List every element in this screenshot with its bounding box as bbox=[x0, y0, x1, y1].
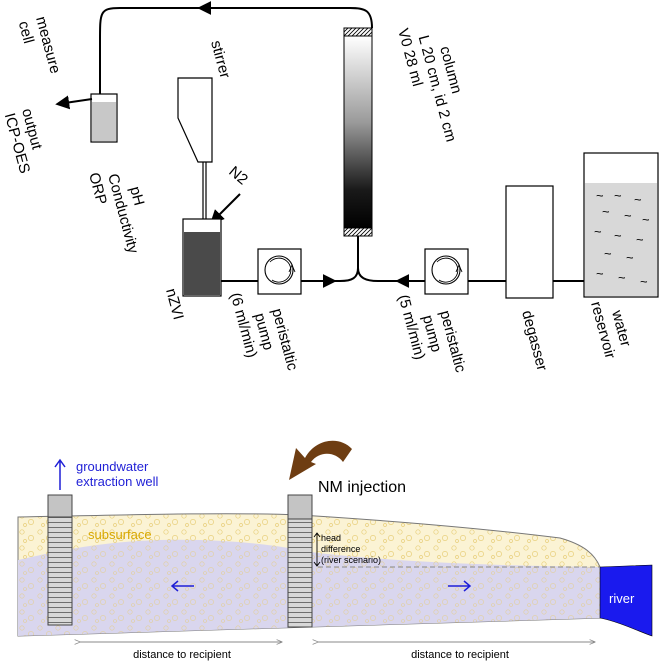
flow-arrow-right-blue bbox=[448, 580, 472, 592]
stirrer bbox=[177, 77, 213, 232]
distance-label-right: distance to recipient bbox=[411, 649, 509, 661]
degasser-label: degasser bbox=[518, 309, 550, 373]
svg-text:~: ~ bbox=[604, 246, 612, 261]
svg-text:~: ~ bbox=[602, 204, 610, 219]
degasser bbox=[505, 185, 554, 299]
water-reservoir: ~~~ ~~~ ~~~ ~~ ~~~ bbox=[583, 152, 659, 298]
subsurface-label: subsurface bbox=[88, 527, 152, 542]
river-label: river bbox=[609, 591, 635, 606]
n2-label: N2 bbox=[225, 163, 251, 188]
water-wave-marks: ~~~ ~~~ ~~~ ~~ ~~~ bbox=[594, 188, 650, 289]
tubing-column-bottom bbox=[339, 236, 425, 282]
injection-well bbox=[287, 494, 313, 628]
n2-arrow bbox=[210, 193, 241, 224]
measure-cell bbox=[90, 93, 118, 143]
pump-right bbox=[424, 248, 469, 295]
measure-cell-label: measure cell bbox=[15, 15, 65, 84]
groundwater-label: groundwater extraction well bbox=[76, 459, 158, 489]
nm-injection-label: NM injection bbox=[318, 479, 406, 496]
sensor-labels: pH Conductivity ORP bbox=[85, 161, 160, 263]
svg-text:~: ~ bbox=[624, 208, 632, 223]
tubing-return bbox=[99, 7, 373, 95]
river bbox=[599, 564, 653, 637]
svg-text:~: ~ bbox=[614, 188, 622, 203]
distance-label-left: distance to recipient bbox=[133, 649, 231, 661]
extraction-well bbox=[47, 494, 73, 626]
svg-text:~: ~ bbox=[596, 188, 604, 203]
head-difference-arrow bbox=[313, 532, 321, 567]
svg-text:~: ~ bbox=[614, 228, 622, 243]
reservoir-label: water reservoir bbox=[587, 295, 636, 360]
head-difference-label: head difference (river scenario) bbox=[321, 533, 381, 565]
groundwater-up-arrow bbox=[54, 458, 66, 490]
svg-text:~: ~ bbox=[634, 192, 642, 207]
flow-arrow-left-blue bbox=[170, 580, 194, 592]
pump-right-label: peristaltic pump (5 ml/min) bbox=[395, 284, 470, 388]
column bbox=[343, 27, 373, 237]
svg-text:~: ~ bbox=[640, 274, 648, 289]
output-arrow bbox=[55, 95, 93, 110]
pump-left bbox=[257, 248, 302, 295]
column-label: V0 28 ml L 20 cm, id 2 cm column bbox=[394, 17, 478, 152]
pump-left-label: peristaltic pump (6 ml/min) bbox=[227, 282, 302, 386]
svg-text:~: ~ bbox=[626, 250, 634, 265]
lab-setup: measure cell output ICP-OES pH Conductiv… bbox=[1, 0, 659, 388]
svg-text:~: ~ bbox=[636, 232, 644, 247]
field-schematic: river groundwater extraction well NM inj… bbox=[17, 440, 653, 661]
svg-text:~: ~ bbox=[594, 224, 602, 239]
svg-text:~: ~ bbox=[618, 270, 626, 285]
stirrer-label: stirrer bbox=[207, 39, 233, 80]
svg-text:~: ~ bbox=[596, 266, 604, 281]
svg-text:~: ~ bbox=[642, 212, 650, 227]
output-label: output ICP-OES bbox=[1, 107, 51, 176]
nzvi-beaker bbox=[182, 218, 222, 297]
nm-injection-arrow bbox=[289, 440, 352, 480]
